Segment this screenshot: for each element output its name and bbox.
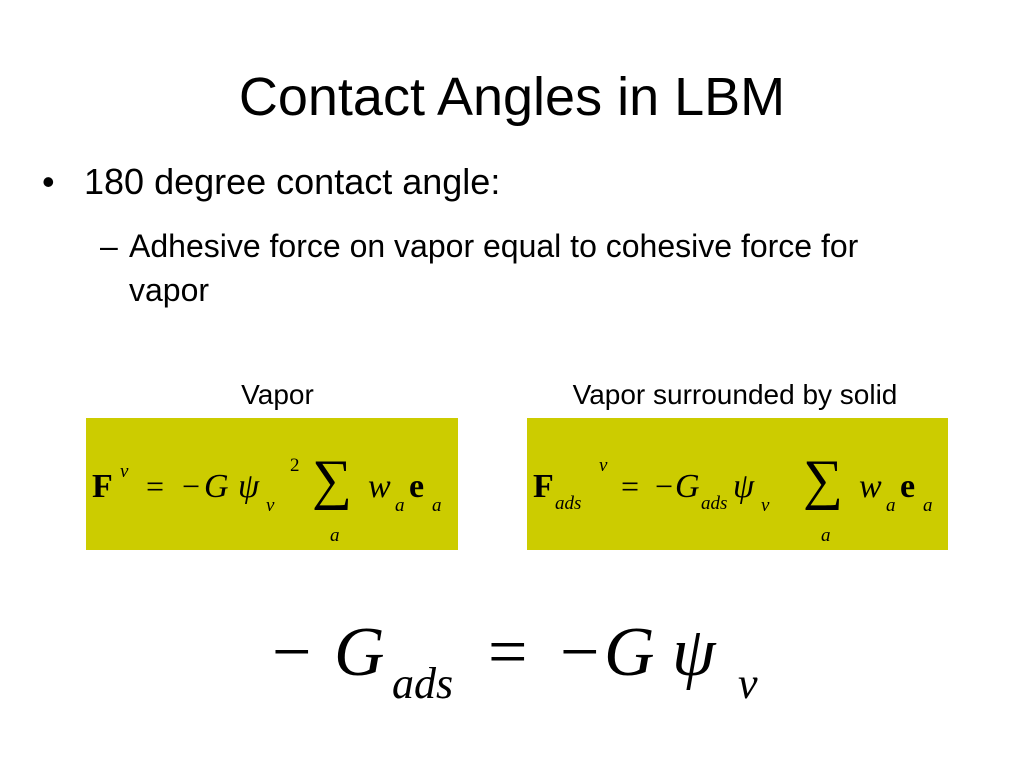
slide-title: Contact Angles in LBM (238, 67, 786, 127)
force-symbol: F (92, 468, 113, 505)
e-subscript: a (923, 495, 933, 516)
vapor-equation-box: F v = − G ψ 2 v ∑ a w a e a (86, 418, 458, 550)
psi-subscript: v (761, 495, 770, 516)
minus-sign: − (182, 468, 201, 504)
vapor-surrounded-label: Vapor surrounded by solid (572, 379, 898, 410)
G-symbol: G (675, 468, 700, 505)
e-symbol: e (409, 468, 425, 505)
minus-sign: − (272, 614, 312, 691)
psi-symbol: ψ (733, 468, 755, 505)
force-superscript: v (599, 455, 608, 476)
sum-index: a (330, 525, 340, 546)
G-symbol-right: G (604, 614, 655, 691)
minus-sign: − (655, 468, 674, 504)
force-subscript: ads (555, 493, 582, 514)
equals-sign: = (146, 468, 165, 504)
w-symbol: w (368, 468, 391, 505)
summation-symbol: ∑ (312, 449, 352, 511)
minus-sign-right: − (560, 614, 600, 691)
w-symbol: w (859, 468, 882, 505)
psi-superscript: 2 (290, 455, 300, 476)
psi-subscript: v (266, 495, 275, 516)
G-symbol: G (204, 468, 229, 505)
sub-bullet-item: – Adhesive force on vapor equal to cohes… (100, 224, 900, 312)
psi-symbol: ψ (238, 468, 260, 505)
equals-sign: = (621, 468, 640, 504)
e-symbol: e (900, 468, 916, 505)
bullet-text: 180 degree contact angle: (84, 161, 501, 202)
bullet-marker: • (42, 161, 55, 202)
bullet-item: • 180 degree contact angle: (42, 160, 500, 204)
e-subscript: a (432, 495, 442, 516)
G-subscript: ads (701, 493, 728, 514)
G-subscript: ads (392, 659, 454, 708)
equals-sign: = (488, 614, 528, 691)
summation-symbol: ∑ (803, 449, 843, 511)
sub-bullet-text: Adhesive force on vapor equal to cohesiv… (129, 228, 859, 308)
w-subscript: a (395, 495, 405, 516)
sum-index: a (821, 525, 831, 546)
force-symbol: F (533, 468, 554, 505)
w-subscript: a (886, 495, 896, 516)
vapor-label: Vapor (241, 379, 314, 410)
vapor-surrounded-equation-box: F v ads = − G ads ψ v ∑ a w a e a (527, 418, 948, 550)
force-superscript: v (120, 461, 129, 482)
sub-bullet-marker: – (100, 228, 118, 264)
G-symbol: G (334, 614, 385, 691)
psi-subscript: v (738, 659, 758, 708)
psi-symbol: ψ (672, 614, 716, 691)
